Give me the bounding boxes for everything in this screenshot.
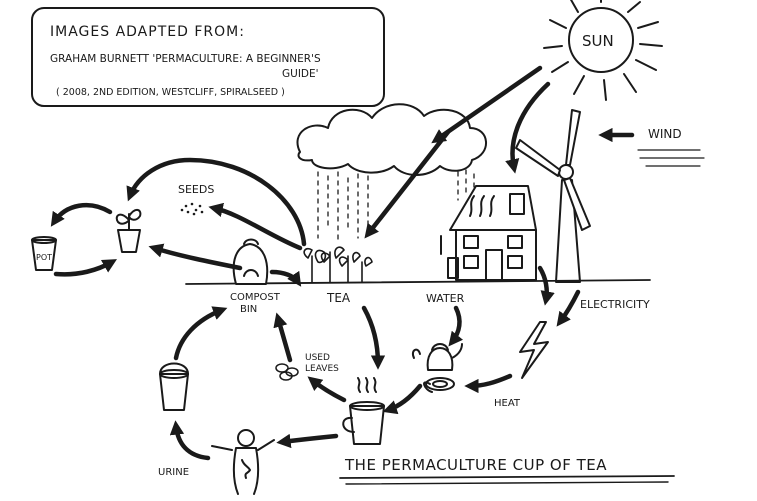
label-used-leaves-2: LEAVES: [305, 364, 339, 374]
label-water: WATER: [426, 292, 465, 305]
wind-label-group: WIND: [598, 127, 705, 167]
seedling-icon: [115, 209, 142, 253]
sun-label: SUN: [582, 32, 614, 50]
wind-label: WIND: [648, 127, 682, 141]
label-compost-bin-1: COMPOST: [230, 292, 281, 303]
tea-cup-icon: [342, 377, 385, 445]
pot-icon: [31, 236, 57, 271]
label-heat: HEAT: [494, 398, 521, 409]
label-tea: TEA: [326, 291, 351, 305]
diagram-title: THE PERMACULTURE CUP OF TEA: [344, 456, 607, 474]
cycle-arrows: [50, 157, 581, 461]
tea-plants-icon: [303, 246, 373, 283]
label-pot: POT: [36, 253, 52, 262]
label-seeds: SEEDS: [178, 183, 214, 196]
lightning-icon: [519, 321, 549, 379]
label-used-leaves-1: USED: [305, 353, 330, 363]
credit-line-1: IMAGES ADAPTED FROM:: [50, 24, 245, 40]
used-leaves-icon: [275, 363, 299, 381]
cloud-icon: [296, 103, 487, 176]
person-icon: [211, 429, 275, 495]
credit-line-2: GRAHAM BURNETT 'PERMACULTURE: A BEGINNER…: [50, 53, 321, 65]
compost-bin-icon: [232, 238, 269, 285]
label-compost-bin-2: BIN: [240, 304, 257, 315]
sun-icon: SUN: [543, 0, 663, 101]
kettle-icon: [411, 343, 463, 393]
label-electricity: ELECTRICITY: [580, 298, 650, 311]
diagram-title-group: THE PERMACULTURE CUP OF TEA: [339, 456, 675, 485]
bucket-icon: [159, 362, 189, 411]
wind-turbine-icon: [515, 109, 591, 283]
label-urine: URINE: [158, 467, 189, 478]
house-icon: [440, 185, 537, 281]
credit-line-4: ( 2008, 2ND EDITION, WESTCLIFF, SPIRALSE…: [56, 87, 285, 98]
credit-box: IMAGES ADAPTED FROM: GRAHAM BURNETT 'PER…: [31, 7, 385, 107]
seeds-icon: [180, 202, 204, 216]
credit-line-3: GUIDE': [282, 68, 319, 80]
